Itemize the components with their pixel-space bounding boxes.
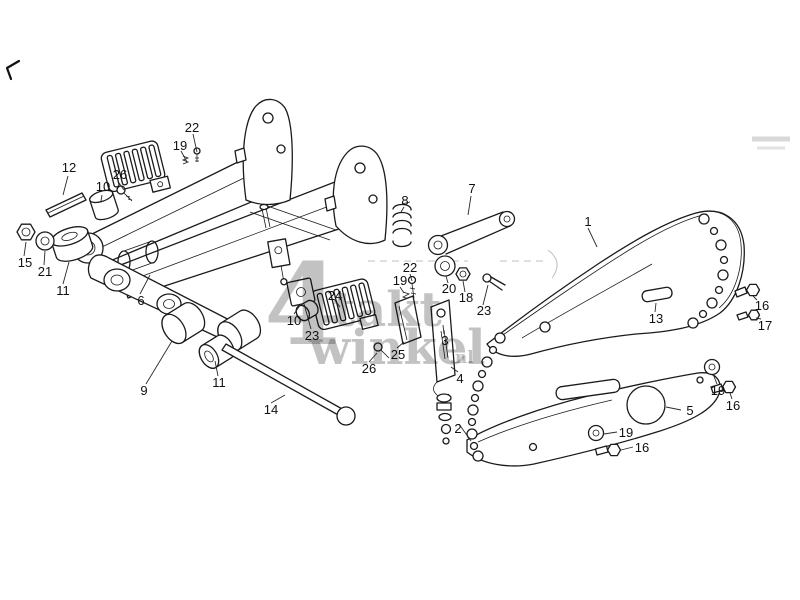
- part-callout: 9: [140, 383, 148, 398]
- part-callout: 17: [757, 318, 773, 333]
- part-callout: 19: [172, 138, 188, 153]
- part-callout: 22: [402, 260, 418, 275]
- part-callout: 20: [441, 281, 457, 296]
- part-callout: 1: [584, 214, 592, 229]
- part-callout: 26: [112, 167, 128, 182]
- spring: [392, 201, 412, 248]
- part-callout: 23: [476, 303, 492, 318]
- part-callout: 22: [184, 120, 200, 135]
- part-callout: 10: [286, 313, 302, 328]
- part-callout: 8: [401, 193, 409, 208]
- part-callout: 19: [392, 273, 408, 288]
- part-callout: 11: [56, 283, 70, 298]
- part-callout: 4: [456, 371, 464, 386]
- part-callout: 26: [361, 361, 377, 376]
- part-callout: 24: [327, 288, 343, 303]
- part-callout: 10: [95, 179, 111, 194]
- adjuster-plate-parts: [286, 277, 319, 322]
- chain-right: [687, 213, 729, 329]
- bolts-washers: [587, 283, 761, 457]
- part-callout: 16: [754, 298, 770, 313]
- part-callout: 23: [304, 328, 320, 343]
- part-callout: 13: [648, 311, 664, 326]
- part-callout: 11: [212, 375, 226, 390]
- swingarm-group: [72, 98, 388, 299]
- corner-mark: [5, 59, 21, 81]
- part-callout: 19: [710, 383, 726, 398]
- torque-link: [427, 210, 516, 256]
- part-callout: 16: [634, 440, 650, 455]
- ghost-lines: [368, 136, 790, 279]
- mid-fasteners: [401, 255, 506, 305]
- part-callout: 6: [137, 293, 145, 308]
- part-callout: 5: [686, 403, 694, 418]
- footpeg-rear: [310, 278, 379, 331]
- pivot-parts: [16, 147, 201, 262]
- part-callout: 18: [458, 290, 474, 305]
- lower-bar-group: [87, 254, 262, 369]
- part-callout: 16: [725, 398, 741, 413]
- adjuster-parts: [373, 295, 456, 445]
- part-callout: 25: [390, 347, 406, 362]
- part-callout: 21: [37, 264, 53, 279]
- leader-lines: [23, 133, 762, 451]
- axle-rod: [221, 343, 356, 426]
- part-callout: 15: [17, 255, 33, 270]
- part-callout: 14: [263, 402, 279, 417]
- part-callout: 19: [618, 425, 634, 440]
- part-callout: 12: [61, 160, 77, 175]
- footpeg-front: [100, 140, 172, 193]
- chain-guard-lower: [466, 372, 721, 467]
- part-callout: 3: [441, 333, 449, 348]
- chain-left: [466, 332, 506, 462]
- chain-case-upper: [486, 210, 745, 357]
- part-callout: 2: [454, 421, 462, 436]
- part-callout: 7: [468, 181, 476, 196]
